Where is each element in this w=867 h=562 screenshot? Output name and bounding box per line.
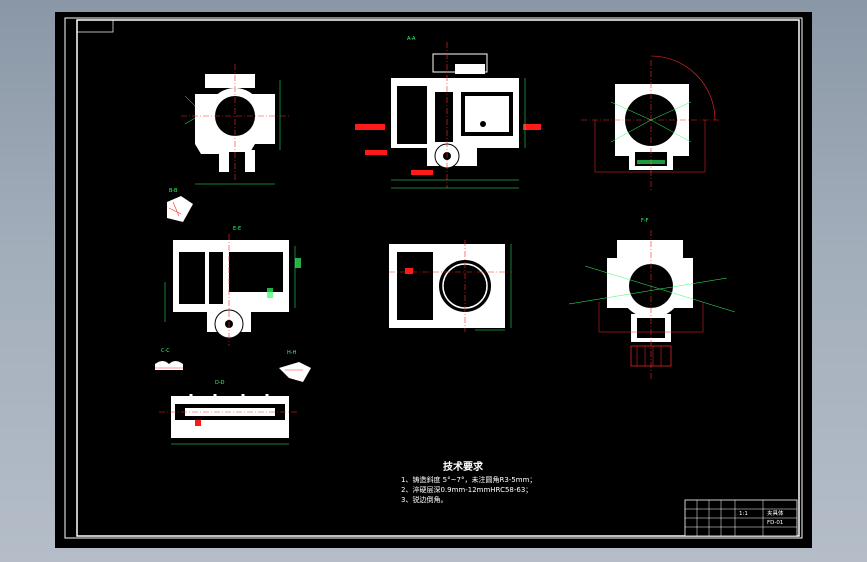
- tech-requirement-line-3: 3、锐边倒角。: [401, 495, 447, 504]
- label-section-ee: E-E: [233, 226, 241, 232]
- sheet-outer-border: [64, 17, 803, 539]
- drawing-canvas[interactable]: A-A B-B: [55, 12, 812, 548]
- title-block[interactable]: 1:1 夹具体 FD-01: [684, 499, 798, 537]
- view-top-middle[interactable]: [389, 240, 512, 332]
- title-block-part-name: 夹具体: [767, 509, 784, 517]
- view-side-ring[interactable]: [581, 55, 721, 192]
- label-section-aa: A-A: [407, 36, 416, 42]
- label-section-dd: D-D: [215, 380, 225, 386]
- view-detail-bb[interactable]: B-B: [167, 188, 193, 222]
- view-section-ee[interactable]: E-E: [164, 226, 301, 346]
- view-front-ring[interactable]: [181, 64, 289, 185]
- title-block-code: FD-01: [767, 520, 783, 526]
- cad-drawing-viewport[interactable]: A-A B-B: [55, 12, 812, 548]
- label-detail-bb: B-B: [169, 188, 178, 194]
- label-detail-cc: C-C: [161, 348, 170, 354]
- tech-requirement-line-1: 1、铸造斜度 5°~7°，未注圆角R3-5mm；: [401, 475, 536, 484]
- label-section-ff: F-F: [641, 218, 649, 224]
- tech-requirements-title: 技术要求: [443, 460, 484, 473]
- corner-tag-box: [76, 19, 114, 33]
- tech-requirement-line-2: 2、淬硬层深0.9mm-12mmHRC58-63；: [401, 485, 532, 494]
- view-detail-hh[interactable]: H-H: [279, 350, 311, 382]
- sheet-inner-border: [76, 19, 800, 537]
- title-block-scale: 1:1: [739, 511, 748, 517]
- view-section-aa[interactable]: A-A: [355, 36, 541, 189]
- view-section-dd[interactable]: D-D: [159, 380, 299, 445]
- label-detail-hh: H-H: [287, 350, 297, 356]
- view-section-ff[interactable]: F-F: [568, 218, 736, 380]
- technical-requirements: 技术要求 1、铸造斜度 5°~7°，未注圆角R3-5mm； 2、淬硬层深0.9m…: [401, 460, 536, 504]
- view-detail-cc[interactable]: C-C: [155, 348, 183, 370]
